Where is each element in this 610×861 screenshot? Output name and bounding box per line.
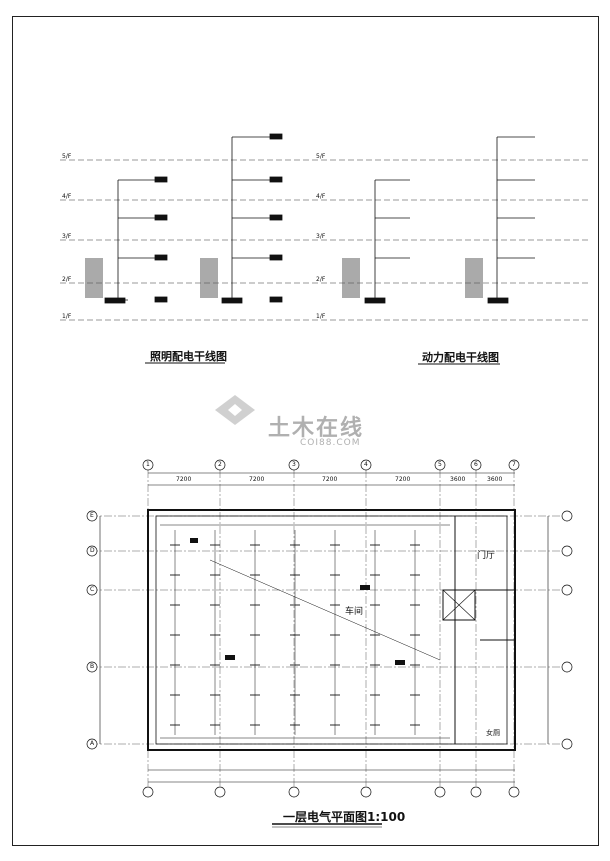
axis-label-b: B: [90, 663, 95, 670]
circuit-runs: [160, 524, 450, 739]
axis-label-e: E: [90, 512, 94, 519]
axis-label-1: 1: [146, 461, 150, 468]
axis-label-4: 4: [364, 461, 368, 468]
dim-6: 3600: [487, 476, 503, 483]
lighting-riser-title: 照明配电干线图: [150, 350, 227, 363]
dim-5: 3600: [450, 476, 466, 483]
dim-4: 7200: [395, 476, 411, 483]
floor-label-2f: 2/F: [62, 276, 72, 283]
dim-3: 7200: [322, 476, 338, 483]
building-walls: [147, 509, 516, 751]
power-riser-title: 动力配电干线图: [422, 351, 499, 364]
drawing-border: [12, 16, 599, 846]
floor-label-3f-power: 3/F: [316, 233, 326, 240]
lighting-riser-a: [104, 176, 168, 304]
floor-label-3f: 3/F: [62, 233, 72, 240]
dim-2: 7200: [249, 476, 265, 483]
lighting-riser-b: [221, 133, 283, 304]
floor-label-4f: 4/F: [62, 193, 72, 200]
axis-label-a: A: [90, 740, 95, 747]
axis-grid: [90, 470, 560, 790]
axis-label-5: 5: [438, 461, 442, 468]
watermark-text: 土木在线: [268, 416, 365, 441]
floor-label-5f: 5/F: [62, 153, 72, 160]
dim-1: 7200: [176, 476, 192, 483]
floor-label-2f-power: 2/F: [316, 276, 326, 283]
dimension-lines: [99, 472, 549, 783]
axis-label-6: 6: [474, 461, 478, 468]
watermark-subtext: COI88.COM: [300, 438, 361, 448]
axis-label-3: 3: [292, 461, 296, 468]
watermark-logo-icon: [215, 395, 255, 425]
power-riser-a: [364, 179, 410, 304]
floor-plan-title: 一层电气平面图1:100: [283, 810, 406, 824]
floor-label-5f-power: 5/F: [316, 153, 326, 160]
power-riser-b: [487, 136, 535, 304]
floor-lines: [60, 159, 590, 321]
distribution-boxes: [190, 538, 405, 665]
axis-label-2: 2: [218, 461, 222, 468]
floor-label-4f-power: 4/F: [316, 193, 326, 200]
axis-label-7: 7: [512, 461, 516, 468]
axis-label-c: C: [90, 586, 95, 593]
axis-bubbles: [86, 459, 573, 798]
room-label-workshop: 车间: [345, 607, 364, 617]
title-underlines: [145, 362, 500, 828]
room-label-lobby: 门厅: [477, 551, 496, 561]
axis-label-d: D: [90, 547, 95, 554]
floor-label-1f-power: 1/F: [316, 313, 326, 320]
riser-annotations: [85, 258, 483, 298]
room-label-toilet: 女厕: [486, 729, 500, 737]
floor-label-1f: 1/F: [62, 313, 72, 320]
